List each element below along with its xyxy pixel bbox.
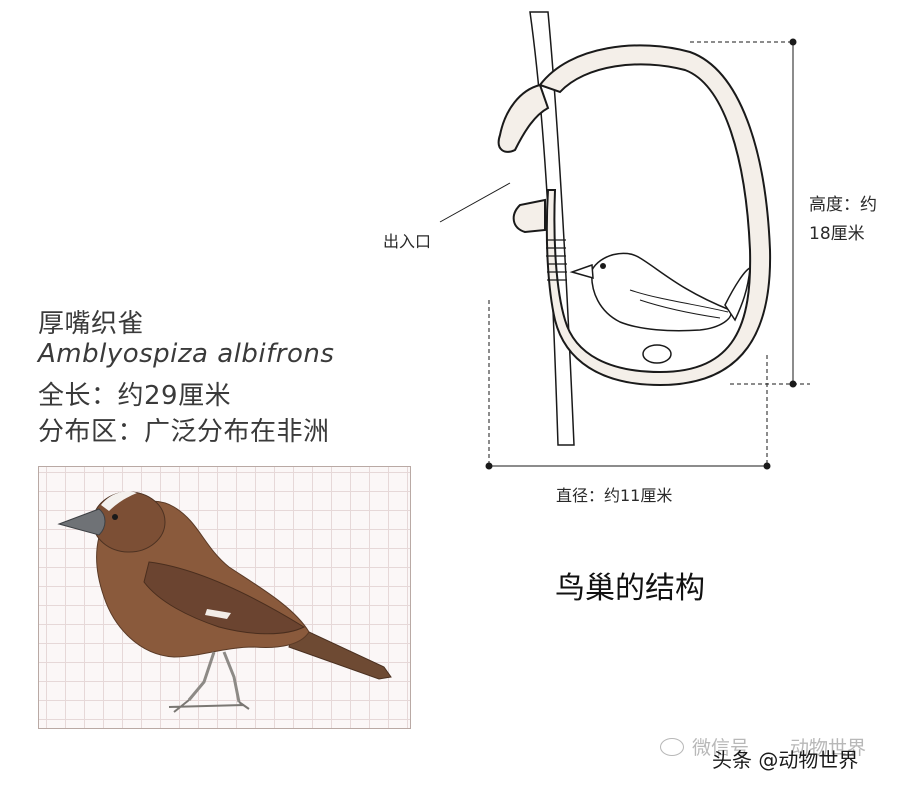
bird-eye bbox=[112, 514, 118, 520]
watermark-ghost-text-2: 动物世界 bbox=[790, 737, 867, 759]
nested-bird-wing bbox=[629, 289, 729, 319]
diameter-dim-dot-left bbox=[485, 462, 493, 470]
nested-bird-body bbox=[591, 252, 732, 332]
diagram-caption: 鸟巢的结构 bbox=[555, 571, 705, 606]
bird-leg-2 bbox=[222, 651, 241, 703]
bird-wing bbox=[143, 561, 306, 635]
bird-leg bbox=[187, 651, 216, 701]
watermark-text: 头条 @动物世界 bbox=[712, 748, 859, 772]
watermark-ghost-text: 微信号 bbox=[692, 737, 750, 759]
thick-billed-weaver-illustration bbox=[57, 491, 392, 713]
height-dim-dot-top bbox=[789, 38, 797, 46]
bird-forehead-patch bbox=[101, 491, 137, 511]
entrance-label: 出入口 bbox=[383, 232, 432, 251]
species-total-length: 全长：约29厘米 bbox=[38, 381, 232, 411]
nested-bird-beak bbox=[569, 263, 594, 280]
nest-inner-wall bbox=[559, 63, 751, 373]
height-label-line2: 18厘米 bbox=[809, 224, 865, 244]
bird-wing-patch bbox=[205, 609, 231, 619]
bird-foot bbox=[168, 699, 250, 713]
bird-beak bbox=[57, 508, 106, 536]
nested-bird-eye bbox=[600, 263, 606, 269]
nest-egg bbox=[642, 344, 672, 364]
nested-bird-tail bbox=[724, 266, 751, 322]
nest-binding bbox=[546, 239, 567, 281]
species-distribution: 分布区：广泛分布在非洲 bbox=[38, 417, 330, 447]
nest-entrance-hood bbox=[497, 83, 550, 153]
diameter-dim-dot-right bbox=[763, 462, 771, 470]
species-scientific-name: Amblyospiza albifrons bbox=[38, 339, 335, 369]
entrance-pointer-line bbox=[439, 182, 511, 223]
reed-stem bbox=[529, 11, 575, 446]
nest-wall bbox=[538, 44, 772, 387]
height-dim-dot-bottom bbox=[789, 380, 797, 388]
height-label-line1: 高度：约 bbox=[809, 195, 877, 215]
diameter-label: 直径：约11厘米 bbox=[556, 486, 673, 505]
species-common-name: 厚嘴织雀 bbox=[38, 309, 145, 339]
bird-illustration-card bbox=[38, 466, 411, 729]
wechat-icon bbox=[660, 738, 684, 756]
nest-entrance-lower bbox=[512, 198, 546, 234]
